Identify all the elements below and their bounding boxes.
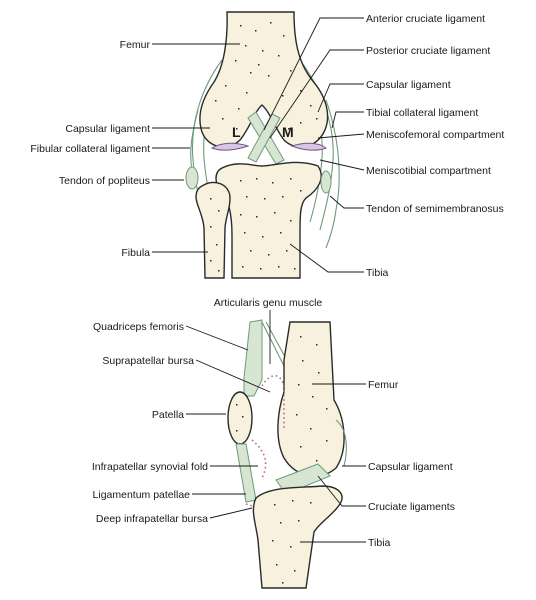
label-cruciate: Cruciate ligaments	[368, 501, 455, 513]
label-capsular-right: Capsular ligament	[366, 79, 451, 91]
medial-meniscus	[290, 142, 328, 151]
label-articularis-genu: Articularis genu muscle	[214, 297, 323, 309]
label-fibula: Fibula	[121, 247, 150, 259]
sagittal-section-diagram: Articularis genu muscle Quadriceps femor…	[92, 297, 455, 589]
label-posterior-cruciate: Posterior cruciate ligament	[366, 45, 490, 57]
label-capsular-left: Capsular ligament	[65, 123, 150, 135]
label-tibial-collateral: Tibial collateral ligament	[366, 107, 478, 119]
label-meniscotibial: Meniscotibial compartment	[366, 165, 491, 177]
leader-tendon-semimembranosus	[329, 195, 364, 209]
leader-suprapatellar	[195, 359, 271, 393]
tibia-bone-sagittal	[252, 485, 343, 589]
label-tibia-top: Tibia	[366, 267, 389, 279]
lateral-letter: L	[232, 124, 241, 140]
leader-tibia-top	[289, 243, 364, 273]
label-femur-bottom: Femur	[368, 379, 399, 391]
popliteus-tendon	[185, 166, 199, 190]
label-lig-patellae: Ligamentum patellae	[93, 489, 191, 501]
leader-deep-bursa	[209, 507, 253, 519]
label-patella: Patella	[152, 409, 184, 421]
leader-tibial-collateral	[331, 111, 364, 129]
suprapatellar-bursa	[261, 374, 285, 430]
label-femur-top: Femur	[120, 39, 151, 51]
tibia-bone	[215, 161, 322, 279]
lateral-meniscus	[210, 142, 250, 151]
ligamentum-patellae	[235, 443, 257, 503]
leader-posterior-cruciate	[269, 49, 364, 139]
label-quadriceps: Quadriceps femoris	[93, 321, 184, 333]
label-suprapatellar: Suprapatellar bursa	[102, 355, 194, 367]
capsular-ligament-sagittal	[335, 419, 347, 467]
quadriceps-tendon	[243, 319, 263, 397]
coronal-section-diagram: L M Femur Anterior cruciate ligament Pos…	[30, 11, 504, 279]
semimembranosus-tendon	[320, 170, 332, 194]
label-tibia-bottom: Tibia	[368, 537, 391, 549]
label-fibular-collateral: Fibular collateral ligament	[30, 143, 150, 155]
femur-bone-sagittal	[277, 321, 345, 477]
leader-capsular-right	[317, 83, 364, 113]
posterior-cruciate-ligament	[247, 113, 281, 163]
femur-bone	[199, 11, 329, 148]
label-tendon-popliteus: Tendon of popliteus	[59, 175, 150, 187]
label-tendon-semimembranosus: Tendon of semimembranosus	[366, 203, 504, 215]
patella-bone	[227, 391, 253, 445]
label-infrapatellar-fold: Infrapatellar synovial fold	[92, 461, 208, 473]
leader-meniscotibial	[319, 159, 365, 171]
label-capsular-bottom: Capsular ligament	[368, 461, 453, 473]
leader-quadriceps	[185, 325, 249, 351]
label-deep-bursa: Deep infrapatellar bursa	[96, 513, 208, 525]
leader-meniscofemoral	[317, 133, 365, 139]
leader-cruciate	[317, 475, 366, 507]
fibula-bone	[195, 181, 231, 279]
medial-letter: M	[282, 124, 294, 140]
tibial-collateral-ligament	[325, 99, 340, 249]
leader-anterior-cruciate	[263, 17, 364, 131]
label-meniscofemoral: Meniscofemoral compartment	[366, 129, 504, 141]
infrapatellar-fold	[251, 439, 267, 479]
label-anterior-cruciate: Anterior cruciate ligament	[366, 13, 485, 25]
